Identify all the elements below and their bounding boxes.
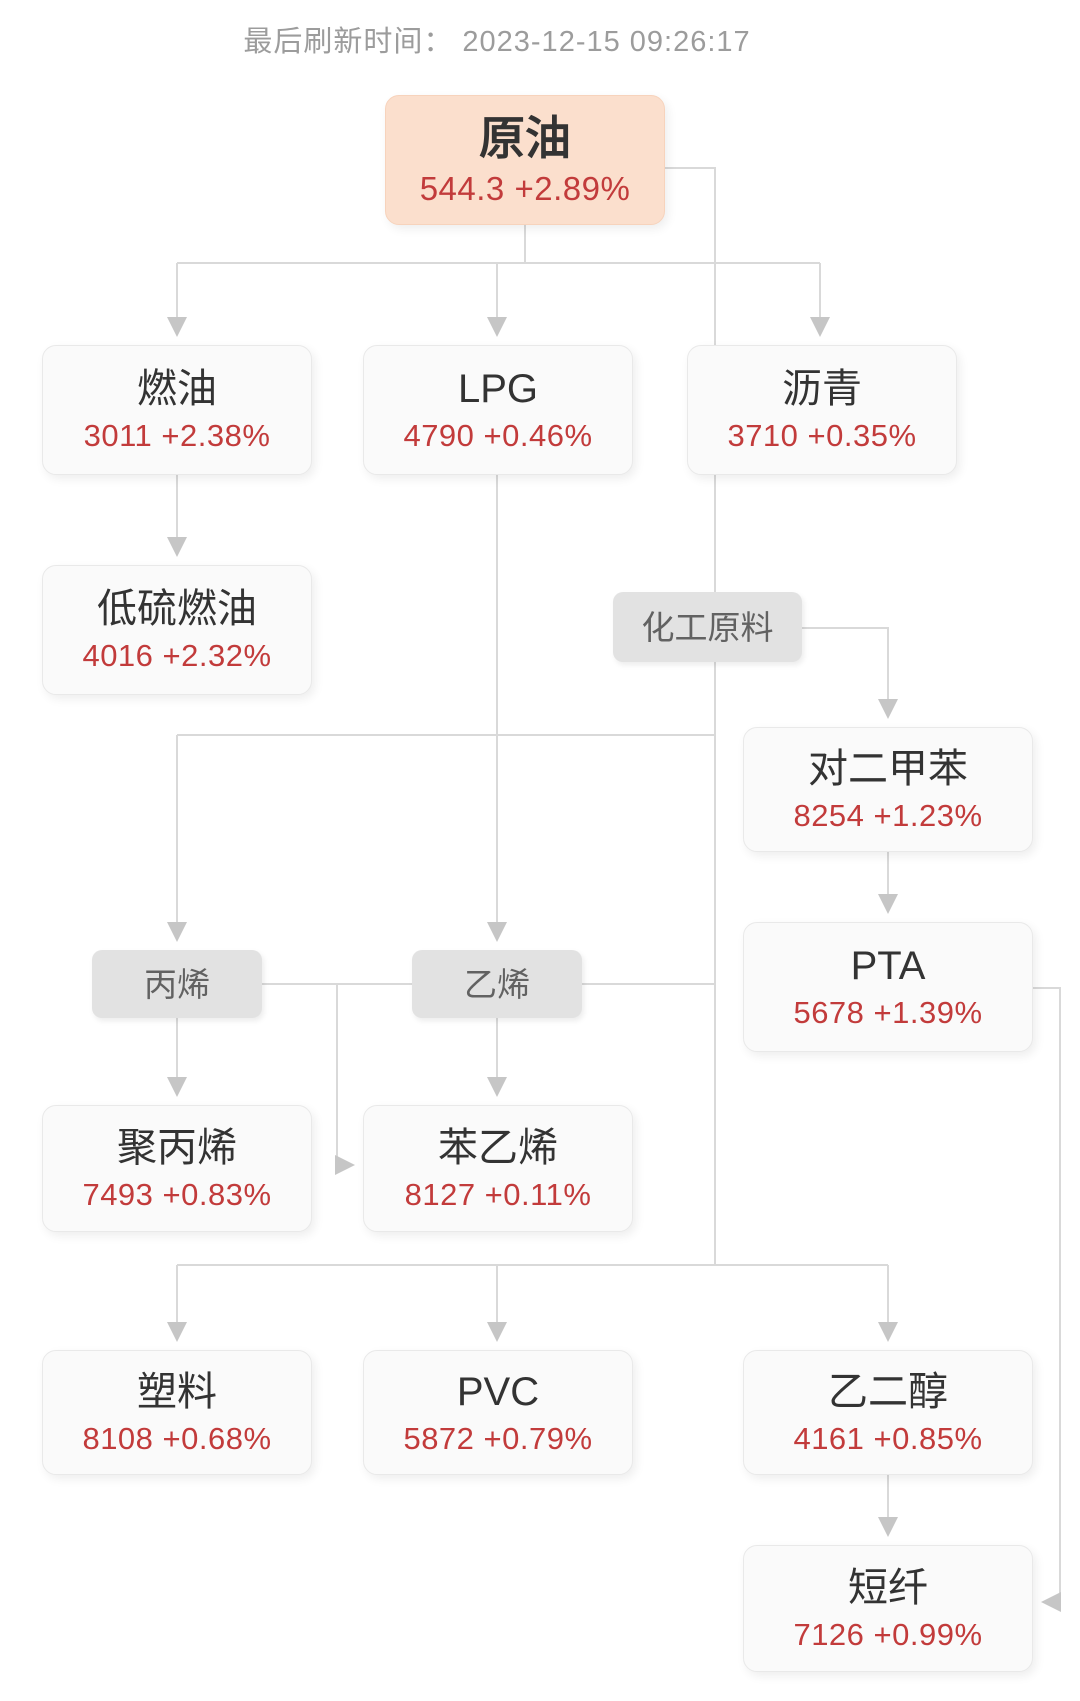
label-propylene: 丙烯 — [92, 950, 262, 1018]
node-pvc-title: PVC — [456, 1369, 540, 1414]
node-low-sulfur-value: 4016 +2.32% — [82, 638, 272, 673]
node-plastic-value: 8108 +0.68% — [82, 1420, 272, 1456]
node-styrene-title: 苯乙烯 — [438, 1125, 558, 1170]
node-plastic-title: 塑料 — [137, 1369, 217, 1414]
node-pvc[interactable]: PVC 5872 +0.79% — [363, 1350, 633, 1475]
node-lpg-title: LPG — [457, 367, 539, 411]
last-refresh-time: 最后刷新时间： 2023-12-15 09:26:17 — [0, 18, 994, 60]
node-asphalt[interactable]: 沥青 3710 +0.35% — [687, 345, 957, 475]
node-ethylene-glycol[interactable]: 乙二醇 4161 +0.85% — [743, 1350, 1033, 1475]
node-ethylene-glycol-title: 乙二醇 — [828, 1369, 948, 1414]
node-polypropylene-title: 聚丙烯 — [117, 1125, 237, 1170]
node-polypropylene-value: 7493 +0.83% — [82, 1176, 272, 1212]
node-pta-value: 5678 +1.39% — [793, 995, 983, 1030]
node-ethylene-glycol-value: 4161 +0.85% — [793, 1420, 983, 1456]
node-crude-oil-value: 544.3 +2.89% — [419, 170, 631, 207]
node-fuel-oil-title: 燃油 — [137, 367, 217, 411]
edge-to-styrene-side — [335, 984, 355, 1175]
node-short-fiber-title: 短纤 — [848, 1565, 928, 1610]
node-low-sulfur-fuel-oil[interactable]: 低硫燃油 4016 +2.32% — [42, 565, 312, 695]
node-asphalt-value: 3710 +0.35% — [727, 418, 917, 453]
node-asphalt-title: 沥青 — [782, 367, 862, 411]
node-short-fiber[interactable]: 短纤 7126 +0.99% — [743, 1545, 1033, 1672]
node-fuel-oil-value: 3011 +2.38% — [83, 418, 271, 453]
node-styrene-value: 8127 +0.11% — [404, 1176, 592, 1212]
node-polypropylene[interactable]: 聚丙烯 7493 +0.83% — [42, 1105, 312, 1232]
refresh-timestamp: 2023-12-15 09:26:17 — [462, 26, 751, 58]
node-lpg-value: 4790 +0.46% — [403, 418, 593, 453]
node-crude-oil[interactable]: 原油 544.3 +2.89% — [385, 95, 665, 225]
node-lpg[interactable]: LPG 4790 +0.46% — [363, 345, 633, 475]
edge-to-paraxylene — [802, 627, 898, 719]
edge-chemical-trunk — [665, 167, 716, 1265]
refresh-label: 最后刷新时间： — [243, 26, 454, 58]
node-styrene[interactable]: 苯乙烯 8127 +0.11% — [363, 1105, 633, 1232]
node-pvc-value: 5872 +0.79% — [403, 1420, 593, 1456]
node-crude-oil-title: 原油 — [479, 112, 571, 164]
node-pta-title: PTA — [850, 944, 926, 988]
label-chemical-feedstock: 化工原料 — [613, 592, 802, 662]
node-plastic[interactable]: 塑料 8108 +0.68% — [42, 1350, 312, 1475]
edge-pta-to-short-fiber — [1033, 987, 1061, 1612]
node-fuel-oil[interactable]: 燃油 3011 +2.38% — [42, 345, 312, 475]
node-paraxylene[interactable]: 对二甲苯 8254 +1.23% — [743, 727, 1033, 852]
node-low-sulfur-title: 低硫燃油 — [97, 587, 257, 631]
node-short-fiber-value: 7126 +0.99% — [793, 1616, 983, 1652]
label-ethylene: 乙烯 — [412, 950, 582, 1018]
node-paraxylene-value: 8254 +1.23% — [793, 797, 983, 833]
node-pta[interactable]: PTA 5678 +1.39% — [743, 922, 1033, 1052]
node-paraxylene-title: 对二甲苯 — [808, 746, 968, 791]
